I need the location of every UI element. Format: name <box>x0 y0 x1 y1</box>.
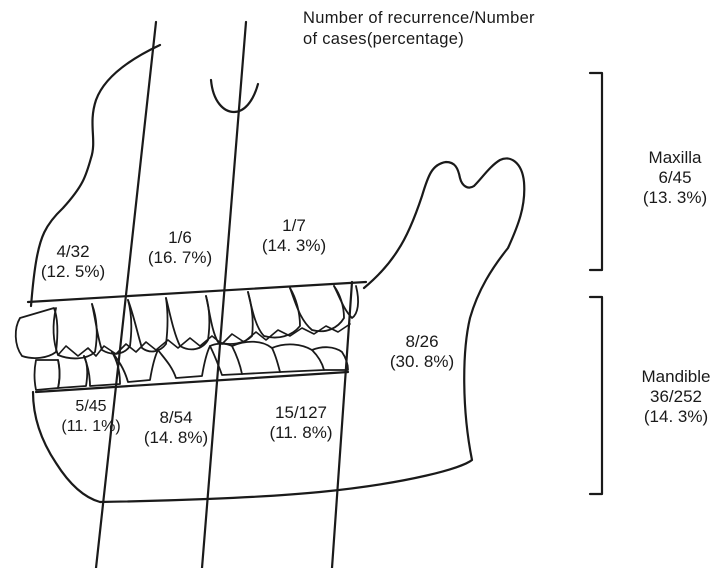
maxilla-pct: (13. 3%) <box>628 188 722 208</box>
mandible-ratio: 36/252 <box>630 387 722 407</box>
maxilla-occlusal-line <box>28 282 366 302</box>
maxilla-bracket <box>590 73 602 270</box>
upper-anterior-pct: (12. 5%) <box>28 262 118 282</box>
mandible-occlusal-line <box>36 372 348 392</box>
mandible-pct: (14. 3%) <box>630 407 722 427</box>
upper-premolar-pct: (16. 7%) <box>130 248 230 268</box>
occlusal-contacts <box>58 324 350 356</box>
nose-ala-outline <box>211 80 258 112</box>
lower-anterior-ratio: 5/45 <box>48 397 134 417</box>
mandible-bracket <box>590 297 602 494</box>
lower-premolar-label: 8/54 (14. 8%) <box>126 408 226 448</box>
ramus-ratio: 8/26 <box>372 332 472 352</box>
lower-anterior-label: 5/45 (11. 1%) <box>48 397 134 437</box>
maxilla-summary: Maxilla 6/45 (13. 3%) <box>628 148 722 208</box>
lower-molar-pct: (11. 8%) <box>246 423 356 443</box>
divider-line-2 <box>202 22 246 568</box>
upper-molar-pct: (14. 3%) <box>244 236 344 256</box>
mandible-summary: Mandible 36/252 (14. 3%) <box>630 367 722 427</box>
upper-anterior-label: 4/32 (12. 5%) <box>28 242 118 282</box>
maxilla-ratio: 6/45 <box>628 168 722 188</box>
lower-molar-label: 15/127 (11. 8%) <box>246 403 356 443</box>
lower-premolar-ratio: 8/54 <box>126 408 226 428</box>
maxilla-name: Maxilla <box>628 148 722 168</box>
legend-title-line1: Number of recurrence/Number <box>303 8 535 29</box>
upper-molar-label: 1/7 (14. 3%) <box>244 216 344 256</box>
lower-premolar-pct: (14. 8%) <box>126 428 226 448</box>
mandible-name: Mandible <box>630 367 722 387</box>
legend-title: Number of recurrence/Number of cases(per… <box>303 8 535 50</box>
lower-anterior-pct: (11. 1%) <box>48 417 134 437</box>
upper-molar-ratio: 1/7 <box>244 216 344 236</box>
legend-title-line2: of cases(percentage) <box>303 29 535 50</box>
upper-premolar-label: 1/6 (16. 7%) <box>130 228 230 268</box>
upper-premolar-ratio: 1/6 <box>130 228 230 248</box>
upper-anterior-ratio: 4/32 <box>28 242 118 262</box>
ramus-pct: (30. 8%) <box>372 352 472 372</box>
lower-molar-ratio: 15/127 <box>246 403 356 423</box>
ramus-label: 8/26 (30. 8%) <box>372 332 472 372</box>
